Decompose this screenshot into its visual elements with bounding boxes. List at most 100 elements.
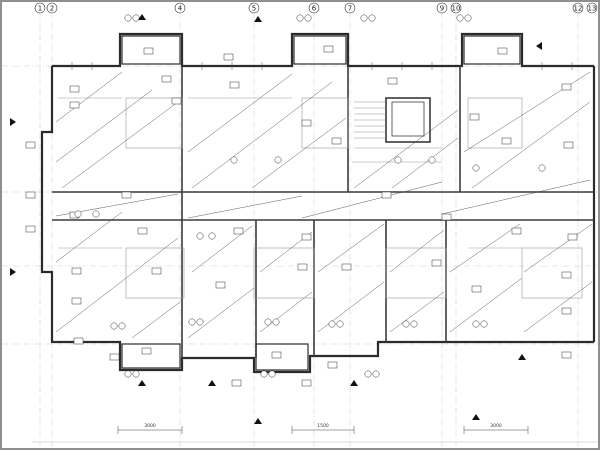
bar-mark-tag-icon [73,337,84,345]
room-partitions [58,97,583,299]
grid-bubble-label: 9 [440,5,444,13]
grid-bubble-icon [132,370,140,378]
bar-mark-tag-icon [231,379,242,387]
dimension-label: 1500 [317,423,329,429]
bar-mark-tag-icon [323,45,334,53]
grid-bubble-icon [436,2,448,14]
grid-bubble-icon [472,164,480,172]
grid-bubble-icon [268,370,276,378]
bar-mark-tag-icon [441,213,452,221]
bar-mark-tag-icon [331,137,342,145]
bar-mark-tag-icon [567,233,578,241]
grid-bubble-icon [308,2,320,14]
bar-mark-tag-icon [431,259,442,267]
grid-bubble-icon [124,370,132,378]
bar-mark-tag-icon [511,227,522,235]
grid-bubble-icon [248,2,260,14]
bar-mark-tag-icon [109,353,120,361]
grid-bubble-label: 4 [178,5,183,13]
bar-mark-tags [25,14,578,387]
bar-mark-tag-icon [223,53,234,61]
section-arrow-icon [138,380,146,386]
grid-bubble-icon [364,370,372,378]
bar-mark-tag-icon [121,191,132,199]
grid-bubble-icon [464,14,472,22]
grid-bubble-icon [372,370,380,378]
grid-bubble-icon [260,370,268,378]
bar-mark-tag-icon [25,191,36,199]
bar-mark-tag-icon [69,101,80,109]
grid-lines [2,12,598,448]
bar-mark-tag-icon [151,267,162,275]
bar-mark-tag-icon [71,267,82,275]
bar-mark-tag-icon [71,297,82,305]
section-arrow-icon [10,118,16,126]
section-arrow-icon [536,42,542,50]
grid-bubble-label: 12 [574,5,583,13]
edge-bar-ticks [71,62,573,70]
grid-bubble-icon [196,232,204,240]
bar-mark-tag-icon [561,351,572,359]
grid-bubble-icon [410,320,418,328]
dimension-label: 3000 [490,423,502,429]
bar-mark-tag-icon [561,83,572,91]
grid-bubble-label: 13 [588,5,597,13]
grid-bubble-icon [272,318,280,326]
slab-outline [40,32,596,374]
grid-bubble-icon [368,14,376,22]
grid-bubble-label: 2 [50,5,54,13]
bar-mark-tag-icon [471,285,482,293]
grid-bubble-icon [124,14,132,22]
bar-mark-tag-icon [143,47,154,55]
grid-bubble-icon [360,14,368,22]
grid-bubble-icon [196,318,204,326]
interior-walls [52,66,594,358]
section-arrow-icon [138,14,146,20]
bar-mark-tag-icon [327,361,338,369]
section-arrow-icon [254,16,262,22]
grid-bubble-icon [174,2,186,14]
bar-mark-tag-icon [301,233,312,241]
grid-bubble-icon [92,210,100,218]
grid-bubble-icon [328,320,336,328]
bar-mark-tag-icon [229,81,240,89]
grid-bubble-icon [586,2,598,14]
grid-bubble-icon [264,318,272,326]
bar-mark-tag-icon [297,263,308,271]
bar-mark-tag-icon [161,75,172,83]
section-arrow-icon [208,380,216,386]
bar-mark-tag-icon [25,141,36,149]
grid-bubble-icon [188,318,196,326]
bar-mark-tag-icon [69,85,80,93]
grid-bubble-icon [304,14,312,22]
grid-bubble-icon [296,14,304,22]
grid-bubble-icon [208,232,216,240]
bar-mark-tag-icon [137,227,148,235]
grid-bubble-icon [456,14,464,22]
grid-bubble-icon [118,322,126,330]
section-arrow-icon [472,414,480,420]
section-arrow-icon [518,354,526,360]
grid-bubble-icon [402,320,410,328]
bar-mark-tag-icon [501,137,512,145]
grid-bubble-label: 5 [252,5,256,13]
section-arrow-icon [254,418,262,424]
grid-bubble-icon [480,320,488,328]
bar-mark-tag-icon [301,379,312,387]
balconies [121,35,521,371]
bar-mark-tag-icon [469,113,480,121]
grid-bubble-icon [572,2,584,14]
bar-mark-tag-icon [341,263,352,271]
grid-bubble-label: 7 [348,5,352,13]
section-arrows [10,14,542,424]
dimension-labels: 3000 1500 3000 [144,423,502,429]
grid-bubble-icon [394,156,402,164]
grid-bubble-icon [336,320,344,328]
bar-mark-tag-icon [141,347,152,355]
grid-bubble-label: 10 [452,5,461,13]
dimension-strips [32,426,598,443]
bar-mark-tag-icon [301,119,312,127]
bar-mark-tag-icon [25,225,36,233]
